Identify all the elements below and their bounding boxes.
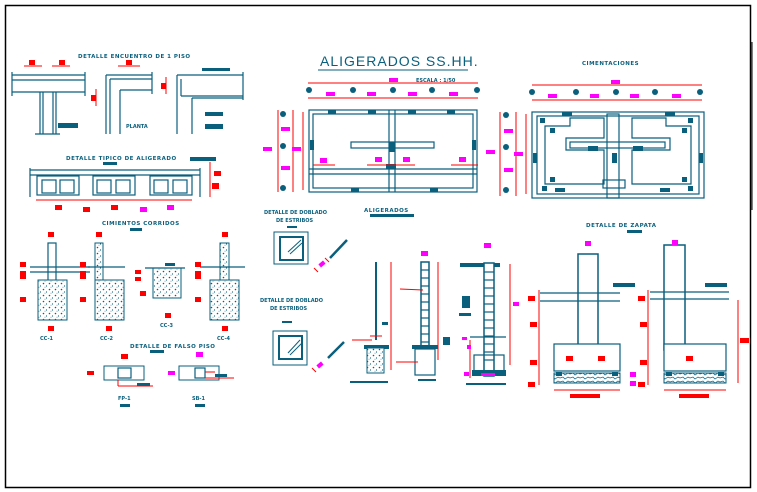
doblado-2-title-line2: DE ESTRIBOS bbox=[270, 306, 308, 312]
detalle-falso-piso: DETALLE DE FALSO PISO FP-1 SB-1 bbox=[87, 344, 234, 407]
stirrups-3 bbox=[484, 271, 494, 361]
cimientos-title: CIMIENTOS CORRIDOS bbox=[102, 221, 180, 227]
sb-1-label: SB-1 bbox=[192, 396, 205, 402]
aligerados-plan-title: ALIGERADOS SS.HH. bbox=[320, 53, 479, 69]
detalle-encuentro-title: DETALLE ENCUENTRO DE 1 PISO bbox=[78, 54, 191, 60]
detalle-doblado-2: DETALLE DE DOBLADO DE ESTRIBOS bbox=[260, 298, 345, 373]
cc-2-label: CC-2 bbox=[100, 336, 114, 342]
grid-axis-markers bbox=[280, 87, 480, 191]
cimentaciones-plan: CIMENTACIONES bbox=[486, 42, 753, 210]
cc-1-label: CC-1 bbox=[40, 336, 54, 342]
falso-piso-title: DETALLE DE FALSO PISO bbox=[130, 344, 215, 350]
cc-4-label: CC-4 bbox=[217, 336, 231, 342]
detalle-doblado-1: DETALLE DE DOBLADO DE ESTRIBOS bbox=[264, 210, 348, 273]
scale-label: ESCALA : 1/50 bbox=[416, 78, 456, 84]
detalle-tipico-aligerado: DETALLE TIPICO DE ALIGERADO bbox=[29, 156, 221, 212]
sheet-frame bbox=[4, 4, 752, 489]
doblado-1-title-line1: DETALLE DE DOBLADO bbox=[264, 210, 327, 216]
fp-1-label: FP-1 bbox=[118, 396, 131, 402]
planta-label: PLANTA bbox=[126, 124, 148, 130]
cimentaciones-title: CIMENTACIONES bbox=[582, 61, 639, 67]
aligerado-tipico-title: DETALLE TIPICO DE ALIGERADO bbox=[66, 156, 177, 162]
cimientos-corridos: CIMIENTOS CORRIDOS CC-1 CC-2 CC-3 bbox=[20, 221, 245, 342]
stirrups bbox=[421, 269, 429, 343]
aligerados-plan: ALIGERADOS SS.HH. ESCALA : 1/50 bbox=[263, 53, 480, 193]
zapata-title: DETALLE DE ZAPATA bbox=[586, 223, 657, 229]
doblado-1-title-line2: DE ESTRIBOS bbox=[276, 218, 314, 224]
aligerados-sections: ALIGERADOS bbox=[350, 208, 519, 385]
detalle-zapata: DETALLE DE ZAPATA bbox=[528, 223, 749, 398]
aligerados-section-title: ALIGERADOS bbox=[364, 208, 409, 214]
cc-3-label: CC-3 bbox=[160, 323, 174, 329]
detalle-encuentro: DETALLE ENCUENTRO DE 1 PISO PLANTA bbox=[11, 54, 244, 135]
doblado-2-title-line1: DETALLE DE DOBLADO bbox=[260, 298, 323, 304]
